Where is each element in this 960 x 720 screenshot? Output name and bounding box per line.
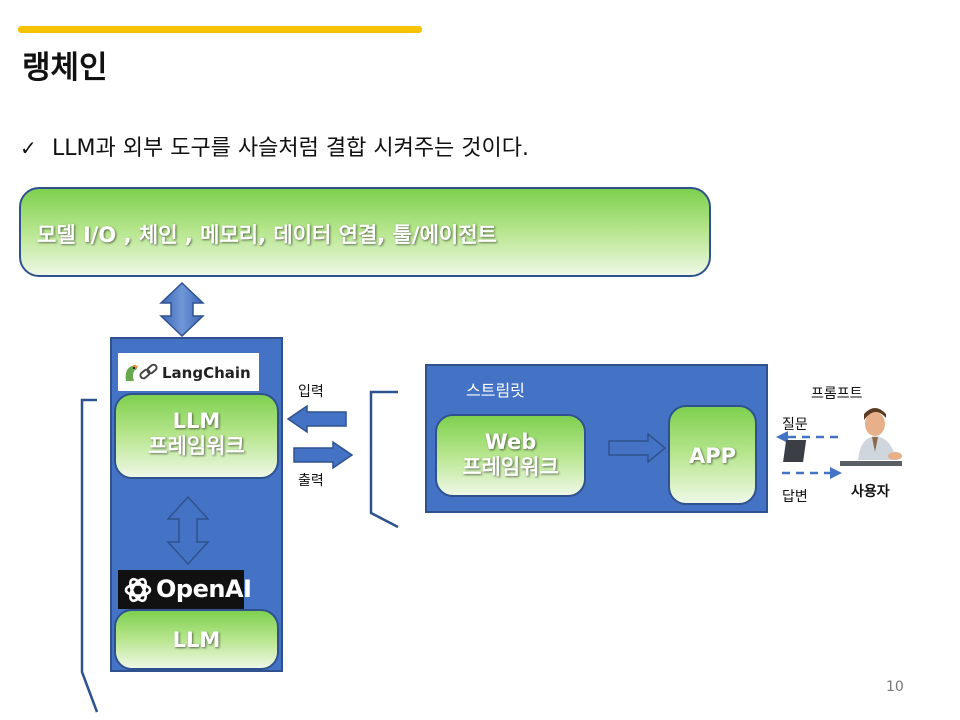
openai-logo-icon bbox=[124, 577, 152, 603]
user-at-computer-icon bbox=[783, 408, 902, 466]
llm-box: LLM bbox=[114, 609, 279, 670]
parrot-chain-icon bbox=[125, 363, 158, 381]
llm-framework-line1: LLM bbox=[172, 409, 221, 433]
components-text: 모델 I/O , 체인 , 메모리, 데이터 연결, 툴/에이전트 bbox=[37, 223, 497, 247]
bullet-point: ✓ LLM과 외부 도구를 사슬처럼 결합 시켜주는 것이다. bbox=[20, 130, 529, 162]
app-box: APP bbox=[668, 405, 757, 505]
components-box: 모델 I/O , 체인 , 메모리, 데이터 연결, 툴/에이전트 bbox=[19, 187, 711, 277]
web-framework-box: Web 프레임워크 bbox=[435, 414, 586, 497]
web-framework-line1: Web bbox=[484, 430, 537, 454]
llm-framework-line2: 프레임워크 bbox=[148, 434, 245, 458]
app-label: APP bbox=[688, 444, 737, 468]
prompt-label: 프롬프트 bbox=[811, 386, 863, 402]
output-arrow bbox=[293, 440, 354, 470]
llm-framework-box: LLM 프레임워크 bbox=[114, 393, 279, 479]
slide-title: 랭체인 bbox=[22, 50, 108, 86]
double-arrow-top bbox=[159, 281, 205, 338]
bullet-text: LLM과 외부 도구를 사슬처럼 결합 시켜주는 것이다. bbox=[52, 136, 530, 161]
output-label: 출력 bbox=[298, 473, 324, 489]
question-label: 질문 bbox=[782, 417, 808, 433]
web-to-app-arrow bbox=[608, 432, 667, 464]
langchain-logo-text: LangChain bbox=[162, 364, 251, 382]
llm-label: LLM bbox=[172, 628, 221, 652]
page-number: 10 bbox=[886, 679, 904, 695]
openai-logo: OpenAI bbox=[118, 570, 252, 609]
web-framework-line2: 프레임워크 bbox=[462, 455, 559, 479]
double-arrow-inner bbox=[166, 495, 210, 566]
left-bracket bbox=[80, 398, 99, 713]
input-arrow bbox=[286, 404, 347, 434]
langchain-logo: LangChain bbox=[118, 353, 259, 391]
streamlit-label: 스트림릿 bbox=[466, 381, 525, 400]
openai-logo-text: OpenAI bbox=[156, 575, 252, 603]
accent-bar bbox=[18, 26, 422, 33]
user-label: 사용자 bbox=[851, 484, 890, 500]
middle-bracket bbox=[369, 390, 399, 529]
check-icon: ✓ bbox=[20, 136, 37, 160]
input-label: 입력 bbox=[298, 384, 324, 400]
answer-label: 답변 bbox=[782, 489, 808, 505]
